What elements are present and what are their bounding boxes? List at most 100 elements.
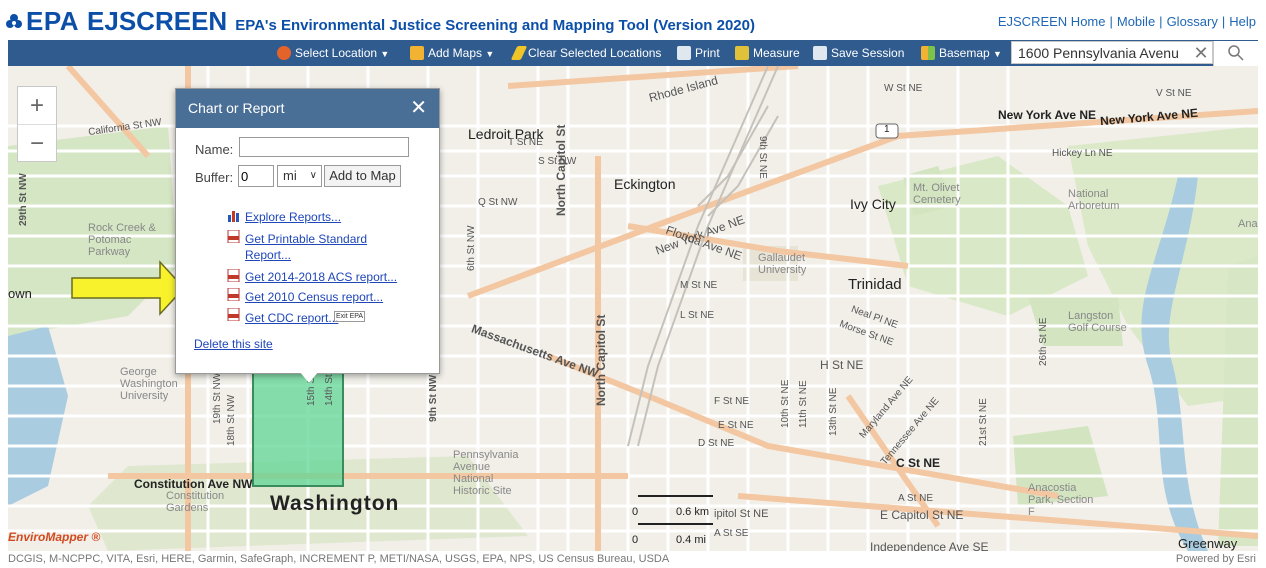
close-icon[interactable]: ✕ [410, 97, 427, 119]
popup-pointer [299, 371, 319, 383]
enviromapper-logo: EnviroMapper ® [8, 530, 101, 544]
map-label-greenway: Greenway [1178, 536, 1238, 551]
map-label-gallaudet: Gallaudet University [758, 252, 807, 276]
map-label-f-st: F St NE [714, 396, 750, 407]
clear-selected-locations-button[interactable]: Clear Selected Locations [510, 40, 662, 66]
select-location-button[interactable]: Select Location ▼ [277, 40, 389, 66]
brand[interactable]: EPA EJSCREEN EPA's Environmental Justice… [4, 6, 755, 36]
link-mobile[interactable]: Mobile [1116, 14, 1156, 29]
printable-report-link[interactable]: Get Printable Standard [245, 232, 368, 246]
map-label-north-capitol-st-2: North Capitol St [594, 314, 608, 406]
map-label-a-st-se: A St SE [714, 528, 749, 539]
basemap-label: Basemap [939, 46, 990, 60]
name-label: Name: [195, 142, 234, 157]
popup-title: Chart or Report [188, 100, 285, 116]
cdc-report-link[interactable]: Get CDC report... [245, 311, 339, 325]
map-label-c-st-ne: C St NE [896, 456, 941, 470]
map-label-l-st: L St NE [680, 310, 715, 321]
zoom-in-button[interactable]: + [29, 92, 44, 119]
map-label-anacostia-park: Anacostia Park, Section F [1028, 482, 1094, 518]
epa-logo-text: EPA [26, 6, 80, 36]
map-label-s-st: S St NW [538, 156, 577, 167]
scale-zero-mi: 0 [632, 534, 639, 546]
map-label-h-st-ne: H St NE [820, 358, 864, 372]
map-label-new-york-ave-ne: New York Ave NE [998, 108, 1097, 122]
add-to-map-button[interactable]: Add to Map [324, 165, 401, 187]
map-label-29th-st: 29th St NW [18, 173, 29, 226]
chevron-down-icon: ∨ [309, 170, 317, 181]
pdf-icon [227, 230, 240, 243]
acs-report-link[interactable]: Get 2014-2018 ACS report... [245, 270, 398, 284]
basemap-button[interactable]: Basemap ▼ [921, 40, 1002, 66]
map-label-eckington: Eckington [614, 176, 676, 192]
pdf-icon [227, 308, 240, 321]
mt-olivet-area [903, 166, 953, 216]
map-label-m-st: M St NE [680, 280, 718, 291]
link-glossary[interactable]: Glossary [1166, 14, 1218, 29]
buffer-label: Buffer: [195, 170, 234, 185]
anacostia-river [1141, 176, 1208, 551]
map-label-26th-st: 26th St NE [1038, 317, 1049, 366]
top-links: EJSCREEN Home|Mobile|Glossary|Help [998, 14, 1256, 29]
ruler-icon [735, 46, 749, 60]
scale-zero-km: 0 [632, 506, 639, 518]
map-label-19th-st: 19th St NW [212, 372, 223, 424]
gallaudet-area [743, 246, 798, 281]
map-label-constitution-ave: Constitution Ave NW [134, 477, 253, 491]
delete-site-link[interactable]: Delete this site [194, 337, 273, 351]
map-label-v-st: V St NE [1156, 88, 1192, 99]
search-button[interactable] [1213, 41, 1258, 66]
map-label-ledroit-park: Ledroit Park [468, 126, 544, 142]
epa-logo: EPA [4, 6, 79, 37]
map-label-13th-st: 13th St NE [828, 387, 839, 436]
zoom-out-button[interactable]: − [18, 124, 56, 162]
exit-epa-badge[interactable]: Exit EPA [334, 311, 366, 322]
name-field[interactable] [239, 137, 409, 157]
print-button[interactable]: Print [677, 40, 720, 66]
map-label-10th-st: 10th St NE [780, 379, 791, 428]
map-label-q-st: Q St NW [478, 197, 518, 208]
map-label-18th-st: 18th St NW [226, 394, 237, 446]
explore-reports-link[interactable]: Explore Reports... [245, 210, 342, 224]
link-separator: | [1109, 14, 1113, 29]
layers-icon [410, 46, 424, 60]
eraser-icon [510, 46, 528, 60]
attribution-text: DCGIS, M-NCPPC, VITA, Esri, HERE, Garmin… [8, 553, 670, 565]
clear-locations-label: Clear Selected Locations [528, 46, 662, 60]
search-input[interactable]: 1600 Pennsylvania Avenu [1011, 41, 1213, 64]
clear-search-icon[interactable]: ✕ [1193, 43, 1209, 63]
popup-header: Chart or Report ✕ [176, 89, 439, 128]
map-label-gwu: George Washington University [120, 366, 178, 402]
buffer-input[interactable] [238, 165, 274, 187]
langston-golf-area [1028, 296, 1123, 346]
map-canvas[interactable]: Ledroit Park Eckington Ivy City Trinidad… [8, 66, 1258, 551]
powered-by-esri[interactable]: Powered by Esri [1175, 553, 1256, 565]
map-label-w-st: W St NE [884, 83, 923, 94]
link-separator: | [1159, 14, 1163, 29]
map-label-9th-st-nw: 9th St NW [428, 374, 439, 422]
rail-lines [627, 66, 779, 447]
measure-button[interactable]: Measure [735, 40, 800, 66]
unit-select[interactable]: mi ∨ [277, 165, 322, 187]
link-help[interactable]: Help [1229, 14, 1256, 29]
map-label-rock-creek: Rock Creek & Potomac Parkway [88, 222, 156, 258]
link-ejscreen-home[interactable]: EJSCREEN Home [997, 14, 1106, 29]
save-icon [813, 46, 827, 60]
add-maps-button[interactable]: Add Maps ▼ [410, 40, 494, 66]
search-icon [1228, 45, 1244, 61]
unit-select-value: mi [283, 168, 297, 183]
grid-icon [921, 46, 935, 60]
printable-report-link-line2[interactable]: Report... [245, 248, 292, 262]
east-park-area [1218, 256, 1258, 546]
map-label-own: own [8, 286, 32, 301]
map-label-ivy-city: Ivy City [850, 196, 896, 212]
scale-bar-graphic [638, 495, 713, 525]
yellow-arrow-annotation [71, 260, 186, 316]
map-footer: DCGIS, M-NCPPC, VITA, Esri, HERE, Garmin… [0, 551, 1266, 568]
save-session-button[interactable]: Save Session [813, 40, 904, 66]
chart-or-report-popup: Chart or Report ✕ Name: Buffer: mi ∨ Add… [175, 88, 440, 374]
map-label-21st-st: 21st St NE [978, 398, 989, 446]
product-subtitle: EPA's Environmental Justice Screening an… [235, 17, 755, 34]
census-report-link[interactable]: Get 2010 Census report... [245, 290, 384, 304]
map-label-ana: Ana [1238, 218, 1258, 230]
